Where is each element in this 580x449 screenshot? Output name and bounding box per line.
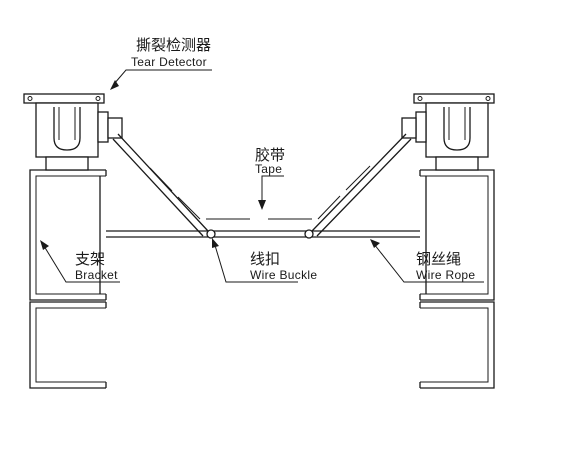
bracket-arrowhead: [40, 240, 49, 250]
tape-belt: [149, 165, 371, 220]
wire-buckle-right: [304, 229, 314, 239]
left-tear-detector: [23, 93, 123, 171]
bracket-label-cn: 支架: [75, 250, 105, 268]
left-bracket: [29, 169, 107, 389]
tear-detector-arrowhead: [110, 80, 119, 90]
wire-buckle-left: [206, 229, 216, 239]
wire-rope-arrowhead: [370, 239, 380, 248]
right-tear-detector: [401, 93, 495, 171]
tear-detector-leader: [113, 69, 212, 85]
wire-buckle-leader: [213, 241, 298, 283]
wire-buckle-label-cn: 线扣: [250, 250, 280, 268]
tape-arrowhead: [258, 200, 266, 210]
wire-rope: [106, 133, 420, 238]
bracket-leader: [43, 245, 120, 283]
wire-rope-label-cn: 钢丝绳: [416, 250, 461, 268]
wire-buckle-arrowhead: [212, 238, 219, 248]
tape-leader: [261, 175, 284, 202]
tape-label-cn: 胶带: [255, 146, 285, 164]
bracket-label-en: Bracket: [75, 268, 118, 282]
tape-label-en: Tape: [255, 162, 282, 176]
wire-rope-label-en: Wire Rope: [416, 268, 475, 282]
wire-buckle-label-en: Wire Buckle: [250, 268, 317, 282]
tear-detector-label-cn: 撕裂检测器: [136, 36, 211, 54]
wire-rope-leader: [373, 243, 484, 283]
tear-detector-label-en: Tear Detector: [131, 55, 207, 69]
